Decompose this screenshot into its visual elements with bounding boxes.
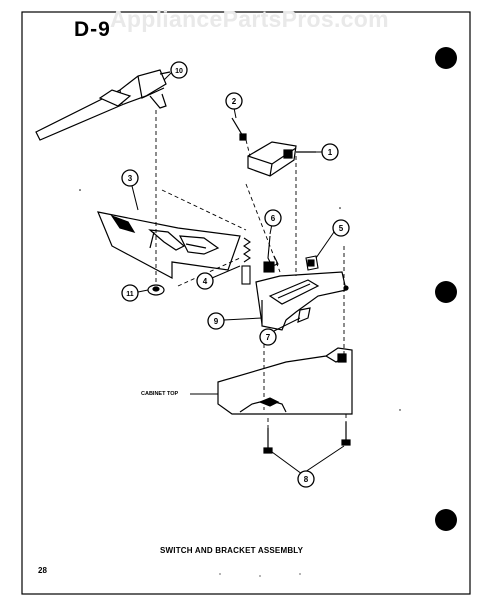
nut-part-11 [147,284,165,296]
callout-2 [225,92,243,110]
binder-hole-top [435,47,457,69]
callout-number: 5 [339,224,344,233]
binder-hole-bottom [435,509,457,531]
callout-number: 10 [175,68,183,75]
page-border [21,11,471,595]
callout-number: 1 [328,148,333,157]
callout-4 [196,272,214,290]
callout-circles [121,61,350,488]
binder-hole-middle [435,281,457,303]
watermark-text: AppliancePartsPros.com [110,6,389,32]
callout-6 [264,209,282,227]
callout-5 [332,219,350,237]
callout-number: 3 [128,174,133,183]
callout-9 [207,312,225,330]
callout-3 [121,169,139,187]
callout-8 [297,470,315,488]
scan-specks [79,189,401,577]
callout-number: 9 [214,317,219,326]
callout-number: 8 [304,475,309,484]
callout-number: 6 [271,214,276,223]
switch-bracket-part-9 [255,271,349,331]
callout-7 [259,328,277,346]
bracket-part-3 [97,211,241,279]
cabinet-top-label: CABINET TOP [141,391,179,397]
callout-number: 4 [203,277,208,286]
callout-number: 7 [266,333,271,342]
cabinet-top [217,347,353,415]
callout-10 [170,61,188,79]
callout-1 [321,143,339,161]
screws-part-8 [263,422,351,454]
page-number: 28 [38,566,47,575]
callout-number: 2 [232,97,237,106]
alignment-lines [155,110,347,430]
spring-part-4 [241,237,251,285]
switch-part-1 [247,141,316,177]
diagram-caption: SWITCH AND BRACKET ASSEMBLY [160,546,304,555]
section-code: D-9 [74,18,111,41]
callout-numbers: 1 2 3 4 5 6 7 8 9 10 11 [126,68,343,484]
callout-11 [121,284,139,302]
clip-part-6 [263,235,279,273]
lever-part-10 [35,69,171,141]
tab-part-5 [305,255,319,271]
callout-number: 11 [126,291,134,298]
screw-part-2 [231,117,247,141]
